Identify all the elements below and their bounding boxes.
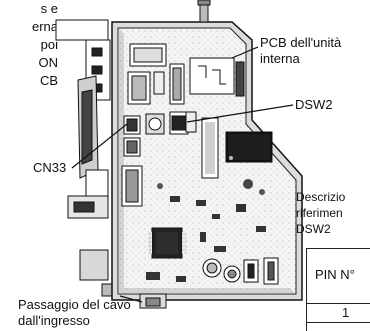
intro-fragment-5: CB	[39, 73, 58, 88]
label-dsw2: DSW2	[295, 97, 333, 112]
leader-cn33	[71, 123, 128, 169]
connectors-top	[127, 43, 245, 105]
capacitors	[202, 257, 279, 285]
label-cn33: CN33	[33, 160, 67, 175]
label-cable-line1: Passaggio del cavo	[18, 297, 131, 312]
intro-fragment-3: poi	[40, 37, 58, 52]
table-header-row: PIN N°	[307, 249, 370, 304]
label-cable-line2: dall'ingresso	[18, 313, 90, 328]
leader-cable	[119, 295, 143, 303]
leader-dsw2	[186, 104, 294, 123]
cable-passage	[139, 293, 167, 309]
label-pcb-line1: PCB dell'unità	[260, 35, 342, 50]
table-cell-pin-1: 1	[342, 305, 350, 320]
connectors-mid	[121, 111, 197, 207]
intro-fragment-4: ON	[38, 55, 59, 70]
table-header-pin: PIN N°	[315, 267, 355, 282]
components	[146, 179, 266, 282]
intro-fragment-1: s e	[40, 1, 58, 16]
intro-fragment-2: erna	[31, 19, 58, 34]
label-pcb-line2: interna	[260, 51, 300, 66]
housing-left	[55, 19, 113, 297]
dsw2-table: PIN N° 1	[306, 248, 370, 331]
description-line1: Descrizio	[296, 190, 346, 204]
description-line2: riferimen	[296, 206, 343, 220]
microcontroller	[148, 227, 186, 259]
table-row: 1	[307, 304, 370, 323]
leader-pcb	[231, 46, 259, 59]
description-line3: DSW2	[296, 222, 331, 236]
